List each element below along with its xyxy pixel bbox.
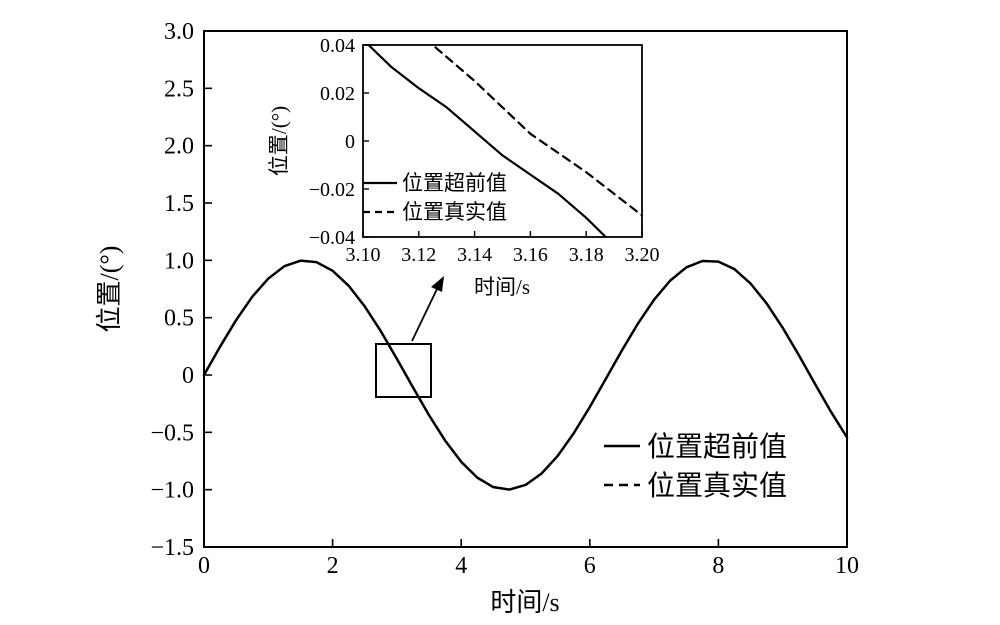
main-y-axis-title: 位置/(°) bbox=[95, 246, 124, 333]
inset-ticks: 3.10 3.12 3.14 3.16 3.18 3.20 0.04 0.02 0 −0.02 −0… bbox=[309, 35, 660, 266]
inset-x-tick-label: 3.12 bbox=[401, 244, 436, 266]
inset-series-line-1 bbox=[434, 46, 644, 217]
main-ticks: 0 2 4 6 8 10 3.0 2.5 2.0 1.5 1.0 0.5 0 −0.5 −1.0 −1.5 bbox=[150, 19, 859, 579]
main-series bbox=[202, 259, 849, 491]
inset-x-tick-label: 3.20 bbox=[625, 244, 660, 266]
main-legend: 位置超前值 位置真实值 bbox=[604, 431, 787, 502]
inset-legend-label-lead: 位置超前值 bbox=[402, 171, 507, 195]
inset-y-tick-label: −0.02 bbox=[309, 179, 355, 201]
inset-x-tick-label: 3.10 bbox=[346, 244, 381, 266]
main-y-tick-label: −1.0 bbox=[150, 478, 194, 504]
inset-x-axis-title: 时间/s bbox=[474, 275, 530, 299]
inset-y-tick-label: 0 bbox=[345, 131, 355, 153]
inset-x-tick-label: 3.14 bbox=[457, 244, 492, 266]
main-y-tick-label: −1.5 bbox=[150, 535, 194, 561]
legend-label-lead: 位置超前值 bbox=[647, 431, 787, 463]
main-x-tick-label: 10 bbox=[835, 553, 859, 579]
main-x-tick-label: 2 bbox=[327, 553, 339, 579]
main-y-tick-label: 1.0 bbox=[164, 248, 194, 274]
main-y-tick-label: 2.0 bbox=[164, 134, 194, 160]
main-y-tick-label: 1.5 bbox=[164, 191, 194, 217]
main-x-tick-label: 6 bbox=[584, 553, 596, 579]
main-x-axis-title: 时间/s bbox=[490, 588, 559, 617]
main-y-tick-label: 2.5 bbox=[164, 76, 194, 102]
inset-y-axis-title: 位置/(°) bbox=[267, 106, 291, 176]
zoom-box bbox=[375, 343, 432, 398]
inset-x-tick-label: 3.16 bbox=[513, 244, 548, 266]
main-series-line-0 bbox=[202, 259, 849, 491]
main-y-tick-label: 0 bbox=[182, 363, 194, 389]
legend-label-true: 位置真实值 bbox=[647, 470, 787, 502]
inset-y-tick-label: 0.02 bbox=[320, 83, 355, 105]
main-plot-frame bbox=[203, 30, 848, 548]
inset-series bbox=[367, 43, 644, 239]
inset-plot-background bbox=[363, 45, 642, 237]
main-y-tick-label: 3.0 bbox=[164, 19, 194, 45]
inset-y-tick-label: −0.04 bbox=[309, 227, 355, 249]
main-x-tick-label: 4 bbox=[455, 553, 467, 579]
main-y-tick-label: −0.5 bbox=[150, 420, 194, 446]
inset-legend-label-true: 位置真实值 bbox=[402, 200, 507, 224]
main-x-tick-label: 8 bbox=[712, 553, 724, 579]
main-y-tick-label: 0.5 bbox=[164, 306, 194, 332]
inset-legend: 位置超前值 位置真实值 bbox=[363, 171, 507, 224]
inset-x-tick-label: 3.18 bbox=[569, 244, 604, 266]
inset-y-tick-label: 0.04 bbox=[320, 35, 355, 57]
zoom-arrow bbox=[411, 288, 438, 342]
zoom-arrow-head bbox=[431, 276, 444, 292]
inset-series-line-0 bbox=[367, 43, 607, 239]
main-x-tick-label: 0 bbox=[198, 553, 210, 579]
